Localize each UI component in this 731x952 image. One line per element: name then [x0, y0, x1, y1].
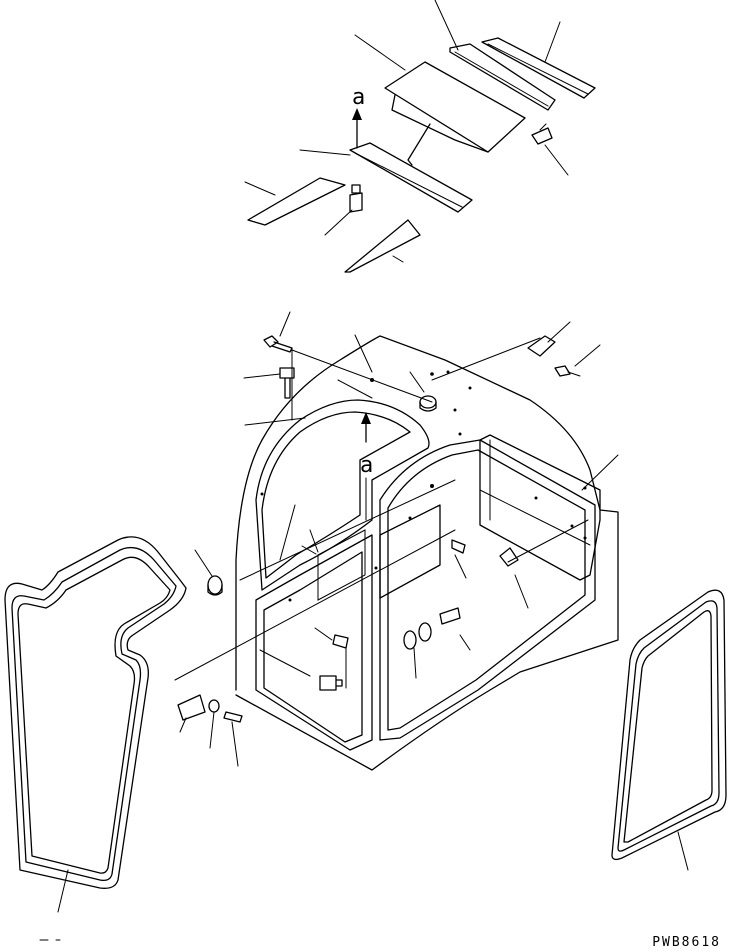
plate-small [403, 622, 432, 650]
view-label-lower: a [360, 453, 373, 478]
drawing-code: PWB8618 [652, 935, 721, 950]
bracket-lower-left [177, 694, 206, 721]
screw-top-right [554, 365, 581, 377]
leader-lines-seals [57, 831, 689, 913]
roof-trim-strip-left [449, 43, 556, 111]
cap-left [207, 575, 223, 596]
view-label-upper: a [352, 85, 365, 110]
small-dots [260, 370, 587, 602]
roof-front-trim [349, 142, 473, 213]
roof-liner-panel [384, 61, 526, 166]
screw-upper-right [531, 123, 553, 145]
clip-upper [349, 184, 363, 213]
bolt-top-left [263, 335, 293, 353]
washer-lower [208, 699, 220, 713]
leader-lines-upper [244, 0, 569, 263]
grommet-roof [419, 395, 437, 412]
screw-lower [223, 711, 243, 723]
view-arrow-upper [352, 108, 362, 149]
pin-lower-mid [332, 634, 349, 649]
roof-trim-strip-right [481, 37, 596, 99]
window-seal-rear [611, 589, 727, 861]
side-liner-left [247, 177, 346, 226]
window-seal-front [4, 536, 187, 889]
leader-lines-cab [174, 311, 619, 767]
pin-lower-left [319, 675, 343, 691]
bolt-left [279, 367, 295, 399]
bolt-door [439, 607, 461, 625]
cab-frame [235, 335, 619, 771]
bracket-top-right [527, 335, 556, 357]
view-arrow-lower [361, 412, 371, 521]
clip-pillar [451, 539, 466, 554]
side-liner-right [344, 219, 421, 273]
grommet-door-right [499, 547, 519, 567]
